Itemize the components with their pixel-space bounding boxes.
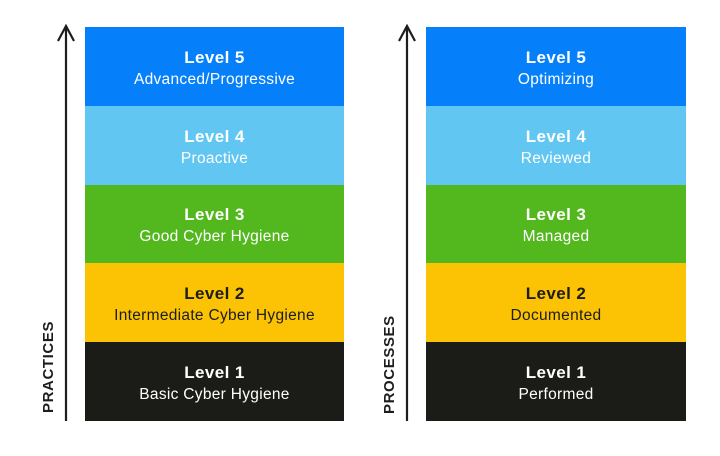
level-subtitle: Reviewed <box>520 149 592 167</box>
processes-level-5-band: Level 5 Optimizing <box>426 27 686 106</box>
level-subtitle: Managed <box>522 228 590 246</box>
level-title: Level 5 <box>525 47 587 67</box>
level-title: Level 5 <box>184 47 245 67</box>
level-subtitle: Proactive <box>180 149 249 167</box>
practices-level-5-band: Level 5 Advanced/Progressive <box>85 27 344 106</box>
level-title: Level 3 <box>525 205 587 225</box>
practices-level-4-band: Level 4 Proactive <box>85 105 344 185</box>
practices-level-3-band: Level 3 Good Cyber Hygiene <box>85 184 344 264</box>
level-title: Level 4 <box>525 126 587 146</box>
practices-level-2-band: Level 2 Intermediate Cyber Hygiene <box>85 263 344 343</box>
level-title: Level 2 <box>525 284 587 304</box>
level-title: Level 1 <box>184 363 245 383</box>
level-subtitle: Performed <box>518 386 594 404</box>
practices-axis-label: PRACTICES <box>40 320 57 413</box>
processes-axis-label: PROCESSES <box>381 315 398 414</box>
processes-level-4-band: Level 4 Reviewed <box>426 105 686 185</box>
level-title: Level 3 <box>184 205 245 225</box>
practices-level-1-band: Level 1 Basic Cyber Hygiene <box>85 342 344 421</box>
level-subtitle: Basic Cyber Hygiene <box>139 386 290 404</box>
level-subtitle: Optimizing <box>517 70 595 88</box>
level-subtitle: Good Cyber Hygiene <box>139 228 290 246</box>
level-title: Level 2 <box>184 284 245 304</box>
processes-level-2-band: Level 2 Documented <box>426 263 686 343</box>
processes-level-3-band: Level 3 Managed <box>426 184 686 264</box>
practices-up-arrow-icon <box>57 24 75 421</box>
processes-up-arrow-icon <box>398 24 416 421</box>
processes-level-1-band: Level 1 Performed <box>426 342 686 421</box>
practices-stack: Level 5 Advanced/Progressive Level 4 Pro… <box>85 27 344 421</box>
level-title: Level 4 <box>184 126 245 146</box>
processes-stack: Level 5 Optimizing Level 4 Reviewed Leve… <box>426 27 686 421</box>
level-subtitle: Intermediate Cyber Hygiene <box>114 307 315 325</box>
level-subtitle: Advanced/Progressive <box>133 70 296 88</box>
level-title: Level 1 <box>525 363 587 383</box>
level-subtitle: Documented <box>510 307 602 325</box>
